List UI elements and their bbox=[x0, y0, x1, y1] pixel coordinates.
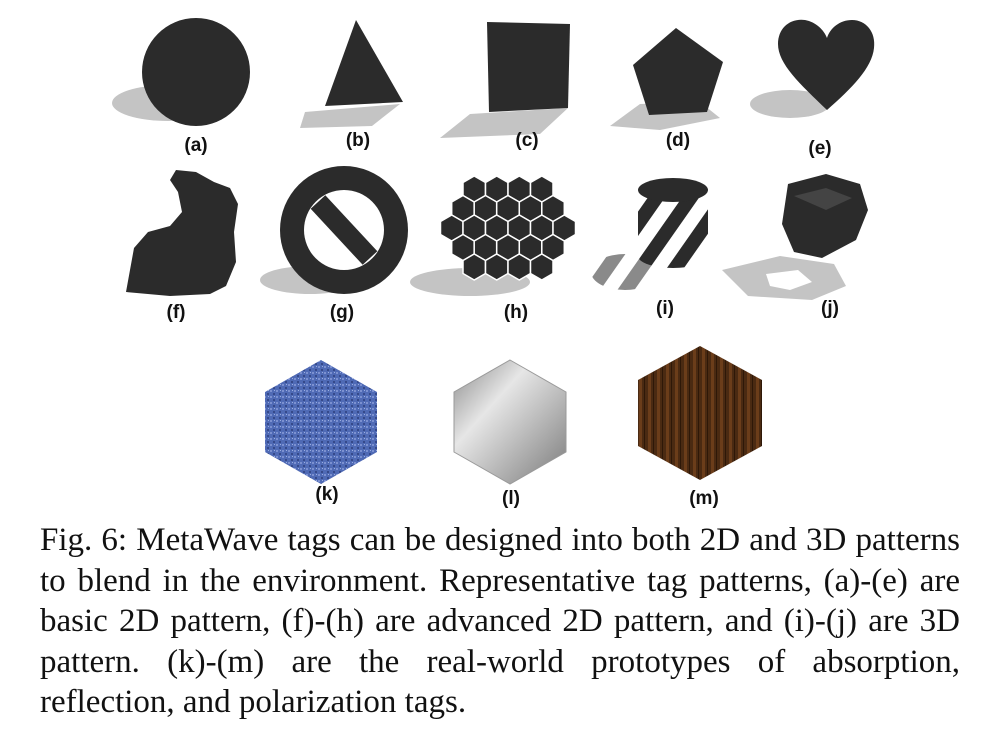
blue-hexagon-tag-icon bbox=[265, 360, 377, 484]
panel-label-i: (i) bbox=[656, 298, 674, 319]
panel-label-f: (f) bbox=[167, 302, 186, 323]
panel-label-m: (m) bbox=[689, 488, 719, 509]
panel-label-g: (g) bbox=[330, 302, 354, 323]
hexagon-cell bbox=[507, 253, 532, 281]
3d-polyhedron-icon bbox=[722, 174, 868, 300]
panel-label-d: (d) bbox=[666, 130, 690, 151]
pentagon-icon bbox=[610, 28, 723, 130]
square-icon bbox=[440, 22, 570, 138]
figure-panels: (a) (b) (c) (d) (e) (f) (g) (h) (i) (j) … bbox=[112, 18, 875, 509]
hexagon-cell bbox=[462, 253, 487, 281]
panel-label-k: (k) bbox=[315, 484, 338, 505]
bunny-icon bbox=[126, 170, 238, 296]
hexagon-cluster-icon bbox=[410, 175, 577, 296]
panel-label-a: (a) bbox=[184, 135, 207, 156]
panel-label-e: (e) bbox=[808, 138, 831, 159]
silver-hexagon-tag-icon bbox=[453, 359, 567, 485]
hexagon-cell bbox=[529, 253, 554, 281]
striped-cylinder-icon bbox=[591, 178, 708, 290]
panel-label-h: (h) bbox=[504, 302, 528, 323]
heart-icon bbox=[750, 19, 875, 118]
wood-hexagon-tag-icon bbox=[638, 346, 762, 480]
panel-label-b: (b) bbox=[346, 130, 370, 151]
triangle-icon bbox=[300, 20, 403, 128]
panel-label-j: (j) bbox=[821, 298, 839, 319]
panel-label-l: (l) bbox=[502, 488, 520, 509]
panel-label-c: (c) bbox=[515, 130, 538, 151]
hexagon-cell bbox=[484, 253, 509, 281]
prohibition-icon bbox=[260, 166, 408, 294]
circle-icon bbox=[112, 18, 250, 126]
figure-caption: Fig. 6: MetaWave tags can be designed in… bbox=[40, 522, 960, 720]
